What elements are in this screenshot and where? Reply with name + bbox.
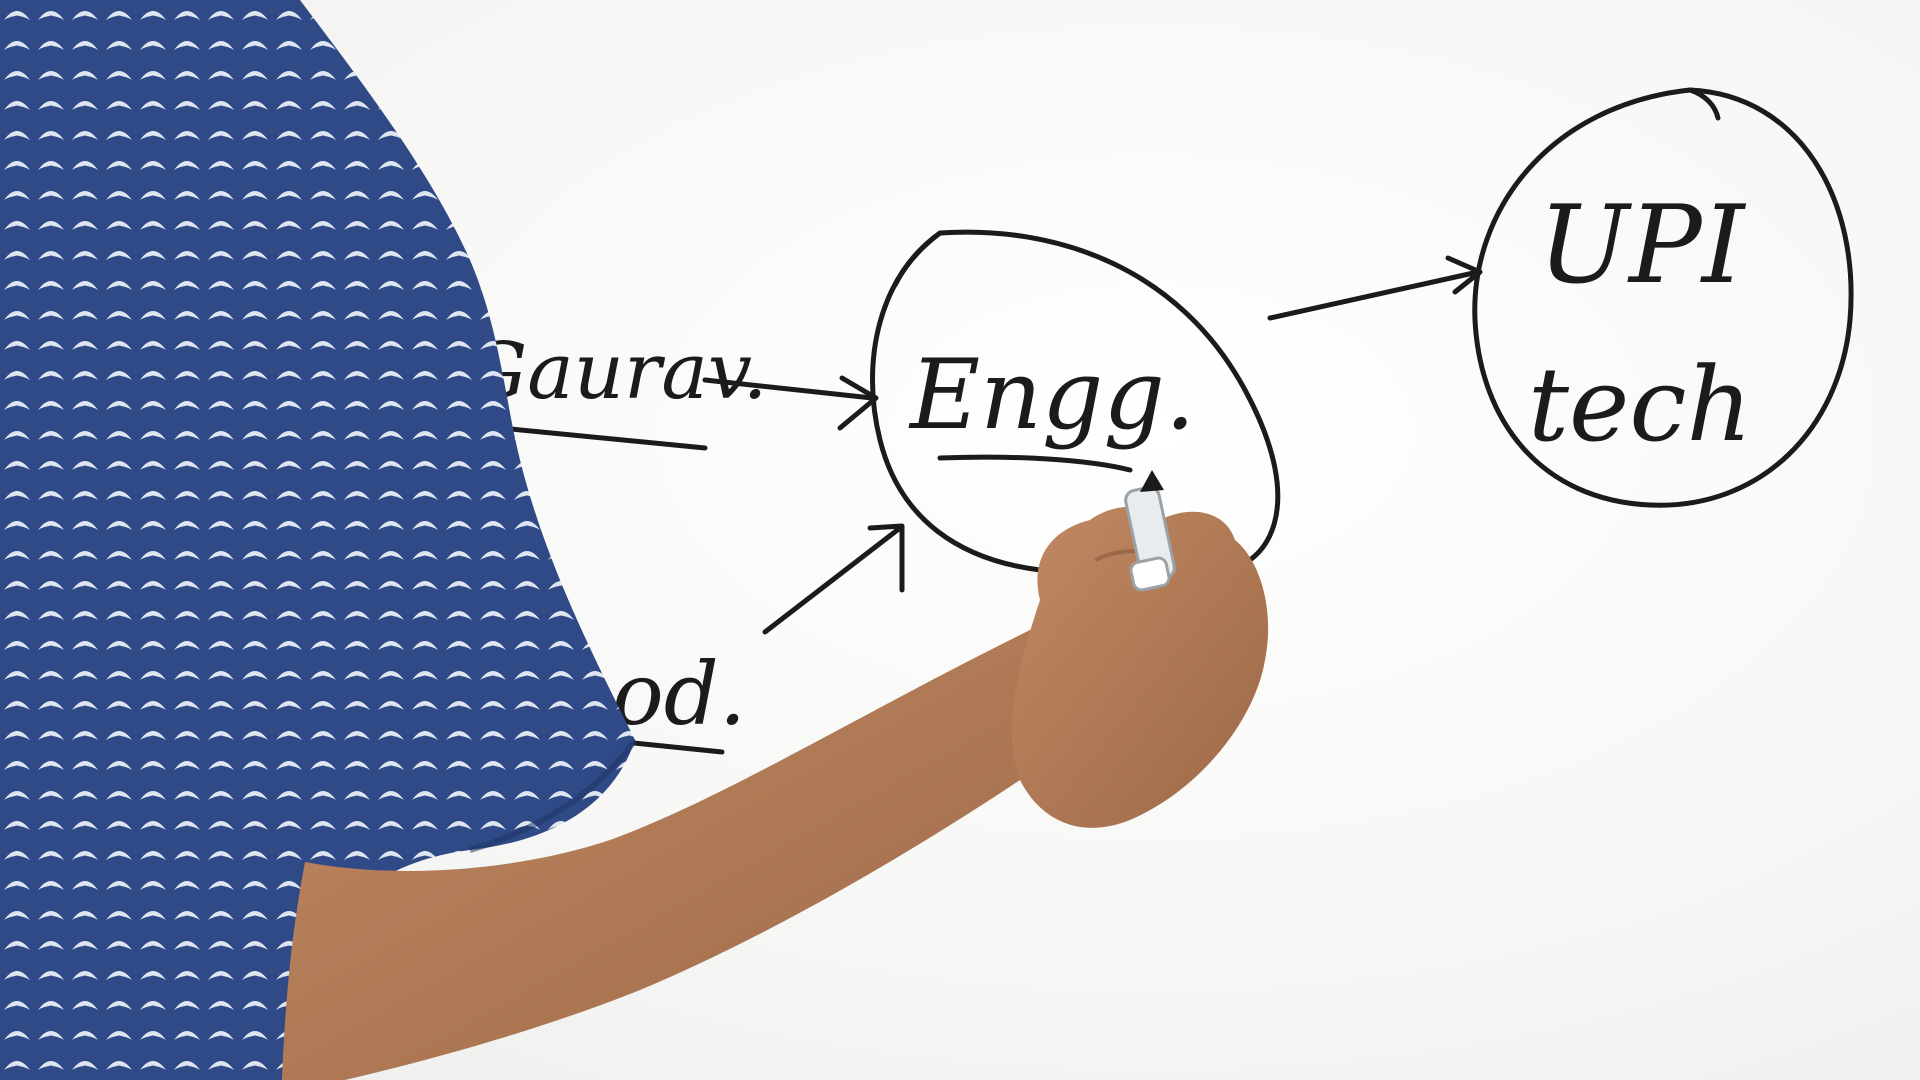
presenter-shirt [0,0,635,1080]
presenter-sleeve-edge [469,738,638,853]
arrow-from-top-label [702,377,875,401]
arrow-head-right [1445,255,1483,295]
underline-center-word [937,454,1133,473]
right-circle-top-tail [1687,87,1721,121]
label-left-bottom: od. [612,645,746,745]
label-left-top: Gaurav. [465,327,767,417]
underline-top-label [497,425,708,451]
label-right-top: UPI [1538,183,1747,308]
label-center: Engg. [908,339,1195,451]
right-circle [1472,87,1854,508]
arrow-head-bottom [867,523,905,593]
presenter-hand [1011,506,1269,828]
arrow-from-bottom-label [762,525,903,635]
arrow-to-right-circle [1267,269,1481,321]
presenter-arm [282,585,1160,1080]
label-right-bottom: tech [1528,346,1752,465]
marker [1124,470,1176,592]
arrow-head-top [837,375,879,431]
center-circle-start-tail [892,230,943,288]
